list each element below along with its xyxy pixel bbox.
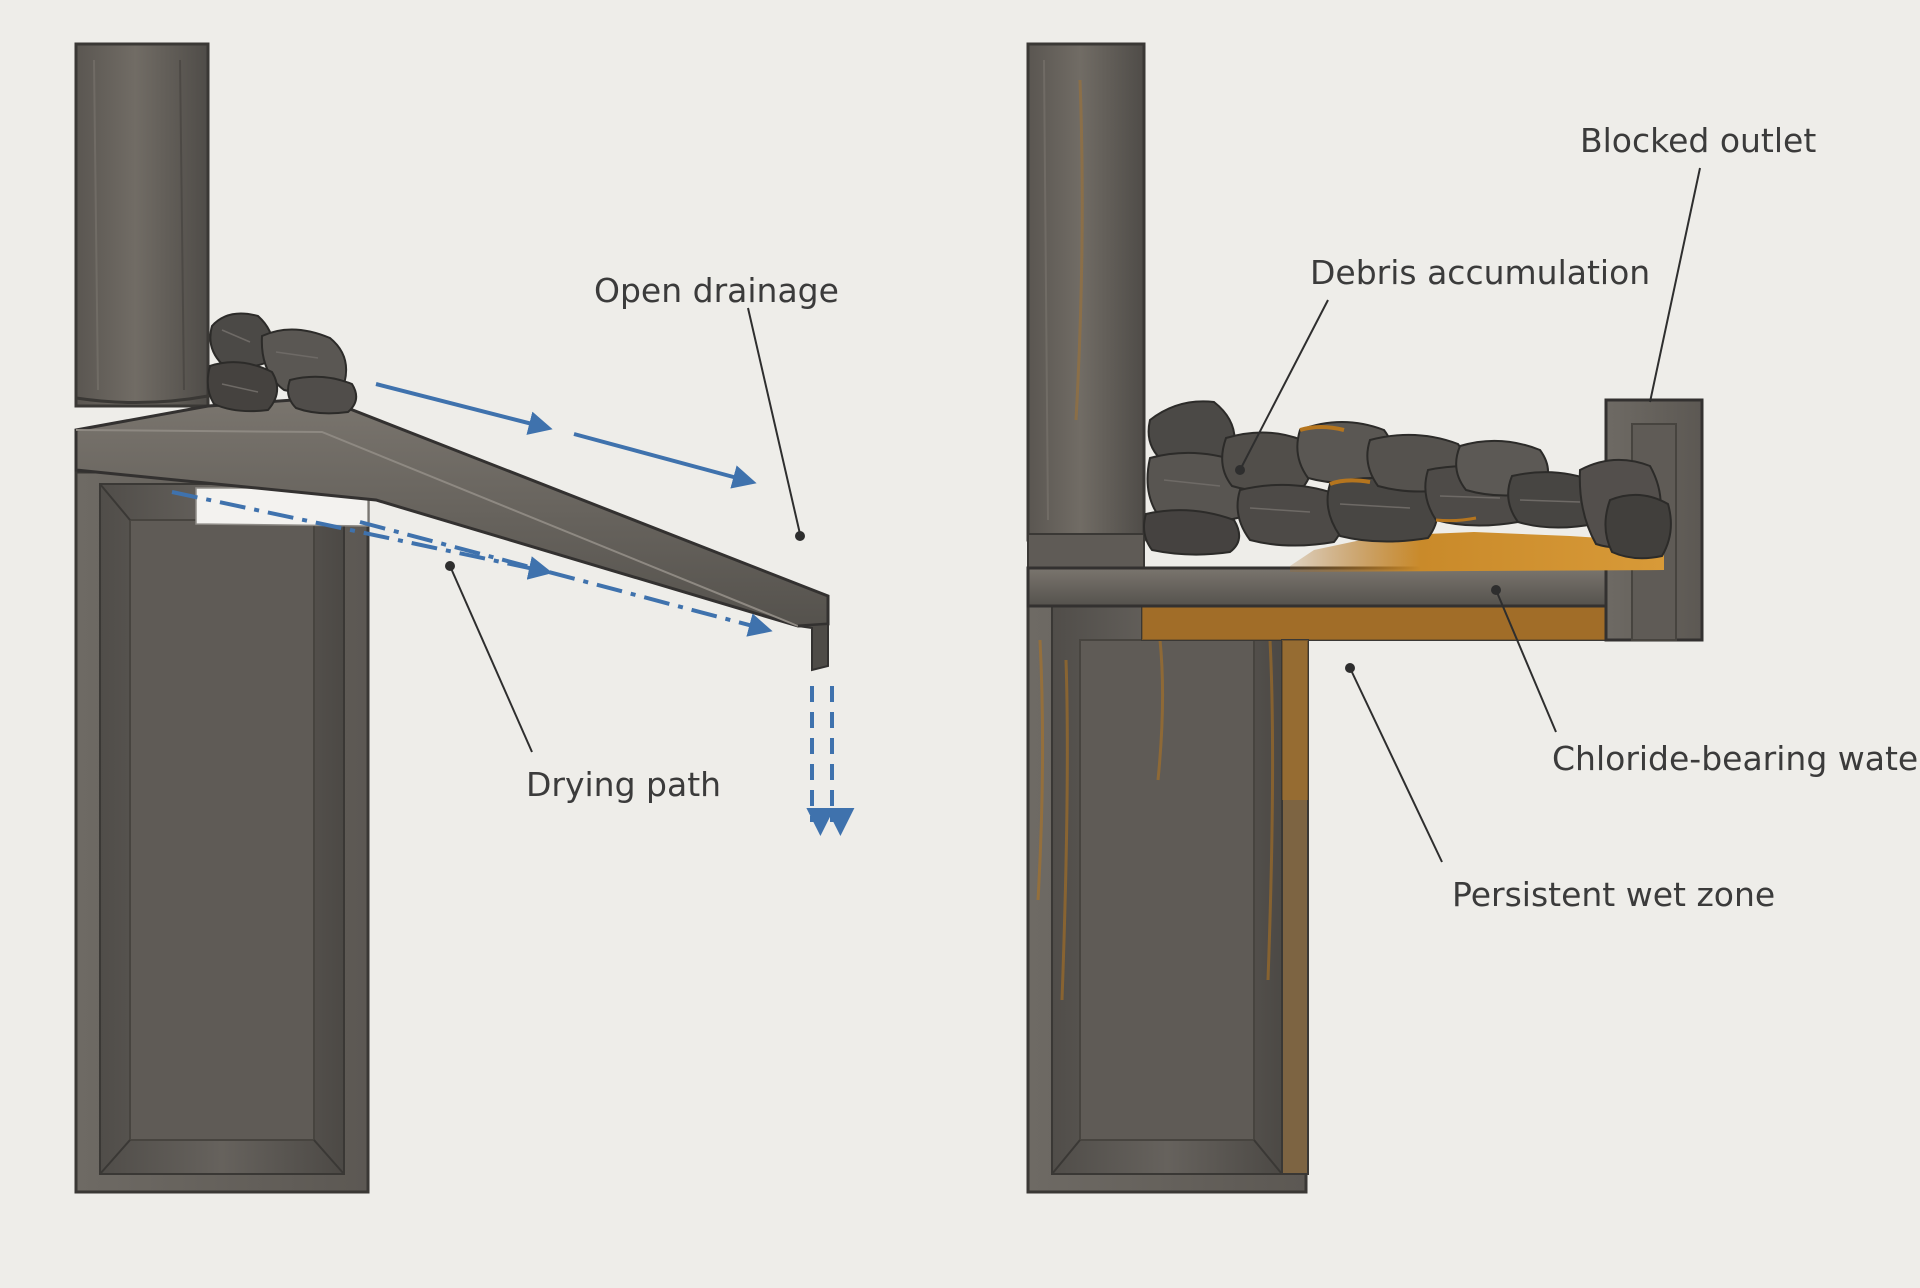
blocked-outlet-leader (1649, 167, 1701, 403)
left-drying-path-arrows (171, 490, 773, 637)
label-persistent-wet-zone: Persistent wet zone (1452, 875, 1775, 914)
right-debris-accumulation (1143, 400, 1672, 560)
right-rusted-stem (1281, 639, 1309, 1175)
wet-zone-leader (1349, 667, 1443, 863)
drying-path-leader (449, 565, 533, 753)
chloride-water-leader (1495, 589, 1557, 733)
label-chloride-water: Chloride-bearing water (1552, 739, 1920, 778)
left-surface-flow-arrows (375, 382, 757, 489)
left-drip-edge (797, 622, 829, 672)
right-detail-blocked-drainage: Blocked outlet Debris accumulation Chlor… (1026, 42, 1920, 1194)
left-detail-good-drainage: Open drainage Drying path (74, 42, 855, 1194)
label-drying-path: Drying path (526, 765, 721, 804)
debris-leader (1239, 299, 1329, 471)
open-drainage-leader (747, 307, 801, 535)
right-horizontal-plate (1026, 566, 1676, 608)
label-open-drainage: Open drainage (594, 271, 839, 310)
label-debris-accumulation: Debris accumulation (1310, 253, 1650, 292)
left-debris-stones (206, 312, 358, 415)
label-blocked-outlet: Blocked outlet (1580, 121, 1816, 160)
left-drip-arrows (806, 686, 855, 836)
